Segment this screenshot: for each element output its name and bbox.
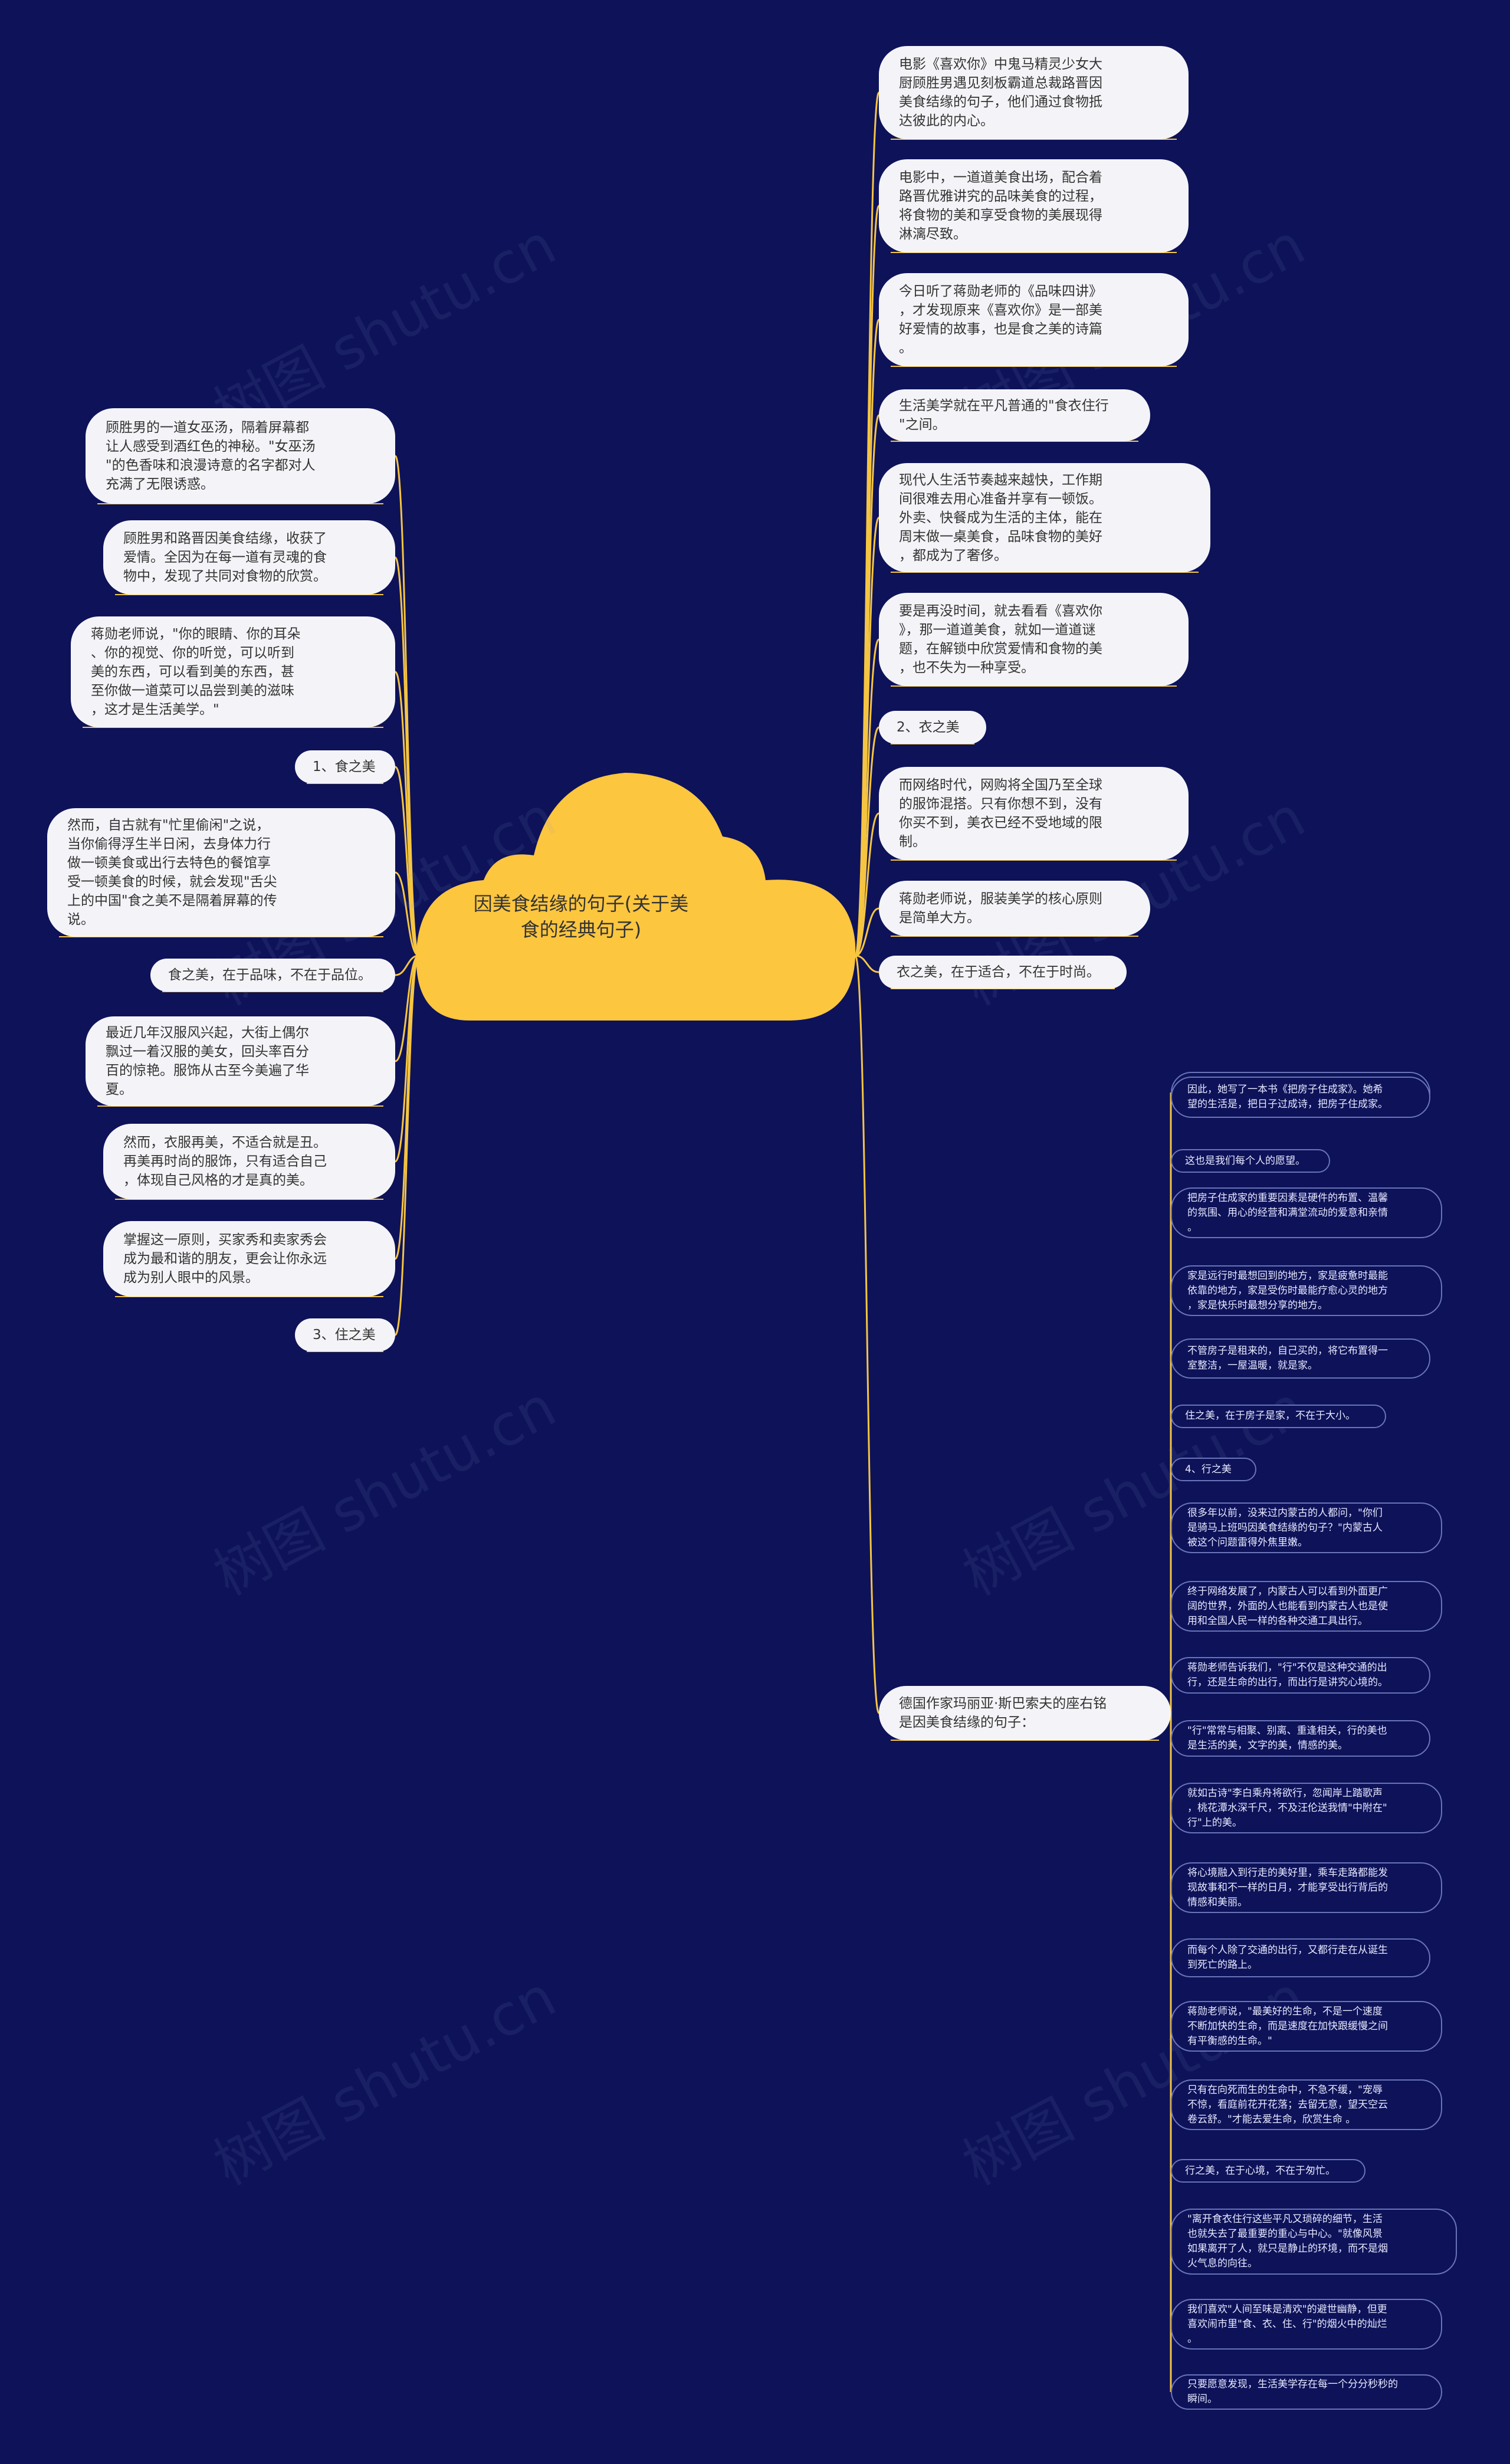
right-quote-item-14[interactable]: 将心境融入到行走的美好里，乘车走路都能发 现故事和不一样的日月，才能享受出行背后… (1171, 1862, 1442, 1913)
link-right-quote-label (854, 954, 880, 1714)
right-quote-item-17[interactable]: 只有在向死而生的生命中，不急不缓，"宠辱 不惊，看庭前花开花落；去留无意，望天空… (1171, 2079, 1442, 2130)
left-dwell-item-2[interactable]: 食之美，在于品味，不在于品位。 (150, 959, 395, 992)
right-quote-item-6[interactable]: 不管房子是租来的，自己买的，将它布置得一 室整洁，一屋温暖，就是家。 (1171, 1338, 1430, 1379)
right-quote-item-19[interactable]: "离开食衣住行这些平凡又琐碎的细节，生活 也就失去了最重要的重心与中心。"就像风… (1171, 2209, 1457, 2275)
link-left-dwell-item-1 (395, 871, 419, 957)
right-quote-item-2[interactable]: 因此，她写了一本书《把房子住成家》。她希 望的生活是，把日子过成诗，把房子住成家… (1171, 1077, 1430, 1118)
right-top-item-1[interactable]: 电影《喜欢你》中鬼马精灵少女大 厨顾胜男遇见刻板霸道总裁路晋因 美食结缘的句子，… (879, 46, 1189, 139)
right-clothing-item-3[interactable]: 衣之美，在于适合，不在于时尚。 (879, 956, 1127, 989)
right-top-item-5[interactable]: 现代人生活节奏越来越快，工作期 间很难去用心准备并享有一顿饭。 外卖、快餐成为生… (879, 463, 1210, 572)
right-quote-item-4[interactable]: 把房子住成家的重要因素是硬件的布置、温馨 的氛围、用心的经营和满堂流动的爱意和亲… (1171, 1187, 1442, 1238)
right-top-item-3[interactable]: 今日听了蒋勋老师的《品味四讲》 ，才发现原来《喜欢你》是一部美 好爱情的故事，也… (879, 273, 1189, 366)
link-right-top-item-3 (854, 319, 880, 957)
right-top-item-6[interactable]: 要是再没时间，就去看看《喜欢你 》，那一道道美食，就如一道道谜 题，在解锁中欣赏… (879, 593, 1189, 686)
left-dwell-item-1[interactable]: 然而，自古就有"忙里偷闲"之说， 当你偷得浮生半日闲，去身体力行 做一顿美食或出… (47, 808, 395, 937)
link-right-clothing-item-2 (855, 907, 879, 957)
left-dwell-item-4[interactable]: 然而，衣服再美，不适合就是丑。 再美再时尚的服饰，只有适合自己 ，体现自己风格的… (103, 1124, 395, 1199)
left-food-label[interactable]: 1、食之美 (295, 750, 395, 783)
right-quote-item-20[interactable]: 我们喜欢"人间至味是清欢"的避世幽静，但更 喜欢闹市里"食、衣、住、行"的烟火中… (1171, 2299, 1442, 2350)
right-quote-item-3[interactable]: 这也是我们每个人的愿望。 (1171, 1149, 1330, 1173)
link-right-top-item-1 (854, 91, 880, 957)
left-dwell-item-3[interactable]: 最近几年汉服风兴起，大街上偶尔 飘过一着汉服的美女，回头率百分 百的惊艳。服饰从… (86, 1016, 395, 1106)
left-food-item-3[interactable]: 蒋勋老师说，"你的眼睛、你的耳朵 、你的视觉、你的听觉，可以听到 美的东西，可以… (71, 616, 395, 727)
center-topic-title: 因美食结缘的句子(关于美 食的经典句子) (473, 893, 689, 941)
right-quote-item-18[interactable]: 行之美，在于心境，不在于匆忙。 (1171, 2159, 1365, 2183)
right-quote-label[interactable]: 德国作家玛丽亚·斯巴索夫的座右铭 是因美食结缘的句子： (879, 1686, 1171, 1740)
right-quote-item-10[interactable]: 终于网络发展了，内蒙古人可以看到外面更广 阔的世界，外面的人也能看到内蒙古人也是… (1171, 1581, 1442, 1632)
right-clothing-label[interactable]: 2、衣之美 (879, 711, 986, 744)
right-quote-item-11[interactable]: 蒋勋老师告诉我们，"行"不仅是这种交通的出 行，还是生命的出行，而出行是讲究心境… (1171, 1657, 1430, 1694)
link-left-dwell-item-2 (395, 954, 419, 976)
right-quote-item-9[interactable]: 很多年以前，没来过内蒙古的人都问，"你们 是骑马上班吗因美食结缘的句子？"内蒙古… (1171, 1502, 1442, 1553)
right-clothing-item-1[interactable]: 而网络时代，网购将全国乃至全球 的服饰混搭。只有你想不到，没有 你买不到，美衣已… (879, 767, 1189, 860)
link-right-clothing-item-3 (855, 954, 879, 973)
left-dwell-item-5[interactable]: 掌握这一原则，买家秀和卖家秀会 成为最和谐的朋友，更会让你永远 成为别人眼中的风… (103, 1221, 395, 1297)
right-top-item-4[interactable]: 生活美学就在平凡普通的"食衣住行 "之间。 (879, 389, 1150, 441)
left-food-item-2[interactable]: 顾胜男和路晋因美食结缘，收获了 爱情。全因为在每一道有灵魂的食 物中，发现了共同… (103, 520, 395, 595)
right-quote-item-7[interactable]: 住之美，在于房子是家，不在于大小。 (1171, 1404, 1386, 1428)
link-left-food-item-1 (394, 455, 420, 957)
right-clothing-item-2[interactable]: 蒋勋老师说，服装美学的核心原则 是简单大方。 (879, 881, 1150, 936)
right-quote-item-21[interactable]: 只要愿意发现，生活美学存在每一个分分秒秒的 瞬间。 (1171, 2374, 1442, 2410)
right-quote-item-16[interactable]: 蒋勋老师说，"最美好的生命，不是一个速度 不断加快的生命，而是速度在加快跟缓慢之… (1171, 2001, 1442, 2052)
link-left-food-item-2 (394, 556, 420, 957)
link-left-dwell-item-3 (395, 954, 419, 1062)
right-quote-item-12[interactable]: "行"常常与相聚、别离、重逢相关，行的美也 是生活的美，文字的美，情感的美。 (1171, 1720, 1430, 1757)
right-quote-item-13[interactable]: 就如古诗"李白乘舟将欲行，忽闻岸上踏歌声 ，桃花潭水深千尺，不及汪伦送我情"中附… (1171, 1783, 1442, 1833)
right-quote-item-15[interactable]: 而每个人除了交通的出行，又都行走在从诞生 到死亡的路上。 (1171, 1938, 1430, 1977)
link-left-dwell-item-4 (394, 954, 420, 1163)
right-quote-item-5[interactable]: 家是远行时最想回到的地方，家是疲惫时最能 依靠的地方，家是受伤时最能疗愈心灵的地… (1171, 1265, 1442, 1316)
right-quote-item-8[interactable]: 4、行之美 (1171, 1458, 1256, 1481)
right-top-item-2[interactable]: 电影中，一道道美食出场，配合着 路晋优雅讲究的品味美食的过程， 将食物的美和享受… (879, 159, 1189, 252)
left-dwell-label[interactable]: 3、住之美 (295, 1318, 395, 1351)
center-cloud[interactable] (416, 773, 856, 1021)
left-food-item-1[interactable]: 顾胜男的一道女巫汤，隔着屏幕都 让人感受到酒红色的神秘。"女巫汤 "的色香味和浪… (86, 408, 395, 504)
link-left-dwell-item-5 (394, 954, 420, 1260)
